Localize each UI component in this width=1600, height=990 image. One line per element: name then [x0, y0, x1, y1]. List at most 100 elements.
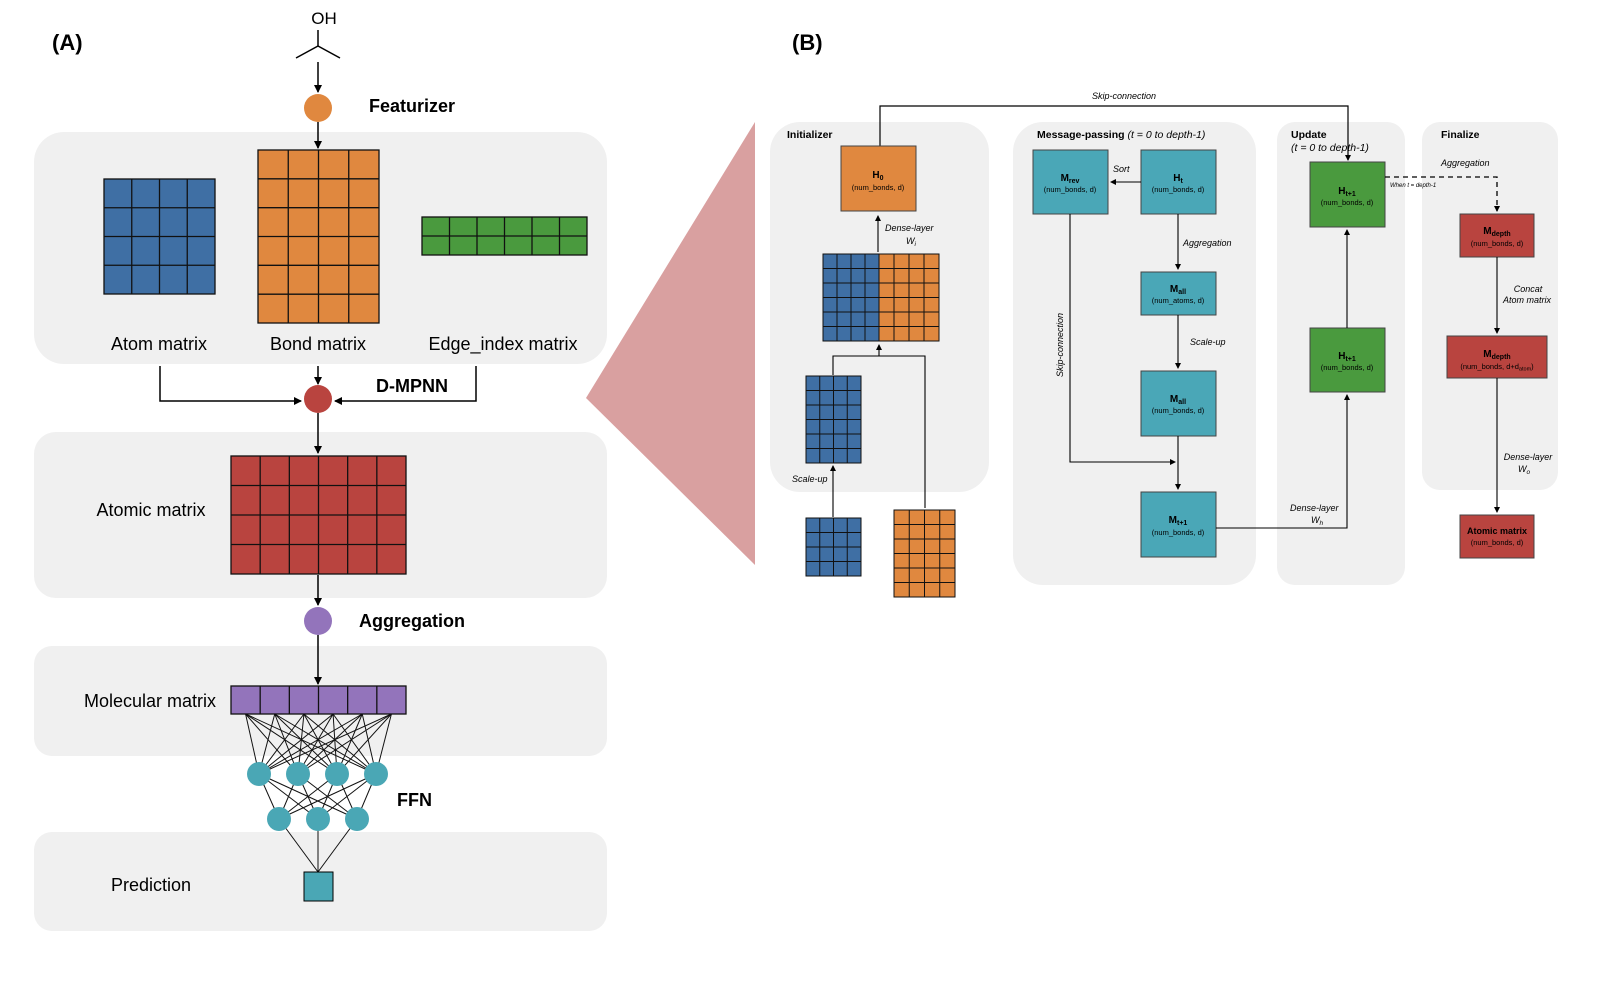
edge-index-matrix-label: Edge_index matrix [428, 334, 577, 355]
mrev-dims: (num_bonds, d) [1044, 185, 1097, 194]
ffn-edge [258, 713, 363, 775]
mdepth-concat-box [1446, 335, 1548, 379]
ffn-edge [297, 713, 363, 775]
ht1-top-dims: (num_bonds, d) [1321, 198, 1374, 207]
aggregation-label: Aggregation [359, 611, 465, 631]
mp-aggregation-label: Aggregation [1182, 238, 1232, 248]
ffn-edge [278, 773, 338, 820]
mall-atoms-label: Mall [1170, 284, 1186, 296]
atom-to-dmpnn-arrow [159, 366, 302, 405]
molecular-matrix-grid [230, 685, 407, 715]
ffn-hidden-neuron [325, 762, 349, 786]
atomic-matrix-grid [230, 455, 407, 575]
ffn-output-neuron [306, 807, 330, 831]
h0-box [840, 145, 917, 212]
ffn-edge [245, 713, 299, 775]
ffn-edge [332, 713, 377, 775]
scaled-atom-matrix-grid [805, 375, 862, 464]
mall-bonds-box [1140, 370, 1217, 437]
message-passing-panel [1013, 122, 1256, 585]
molecular-matrix-label: Molecular matrix [84, 691, 216, 711]
finalize-aggregation-label: Aggregation [1440, 158, 1490, 168]
mall-bonds-label: Mall [1170, 394, 1186, 406]
initializer-scale-up-label: Scale-up [792, 474, 828, 484]
ht-dims: (num_bonds, d) [1152, 185, 1205, 194]
dmpnn-label: D-MPNN [376, 376, 448, 396]
molecule-structure [295, 30, 341, 59]
ffn-neurons [247, 762, 388, 831]
when-depth-label: When t = depth-1 [1390, 183, 1436, 189]
prediction-node [303, 871, 334, 902]
top-skip-connection-label: Skip-connection [1092, 91, 1156, 101]
mdepth-concat-dims: (num_bonds, d+datom) [1460, 362, 1534, 373]
initializer-dense-layer-label: Dense-layer [885, 223, 935, 233]
final-aggregation-dashed-arrow [1385, 176, 1500, 212]
ffn-edge [258, 713, 392, 775]
ffn-hidden-neuron [286, 762, 310, 786]
edge-to-dmpnn-arrow [334, 366, 477, 405]
mdepth-box [1459, 213, 1535, 258]
small-bond-matrix-grid [893, 509, 956, 598]
mt1-box [1140, 491, 1217, 558]
ffn-output-neuron [267, 807, 291, 831]
mdepth-concat-label: Mdepth [1483, 349, 1510, 361]
mall-atoms-dims: (num_atoms, d) [1152, 296, 1205, 305]
atomic-matrix-label: Atomic matrix [96, 500, 205, 520]
zoom-wedge [586, 122, 755, 565]
ffn-label: FFN [397, 790, 432, 810]
wh-label: Wh [1311, 515, 1324, 527]
aggregation-node [304, 607, 332, 635]
concat-matrix-grid [822, 253, 940, 342]
ffn-hidden-neuron [364, 762, 388, 786]
concat-atom-matrix-label: Atom matrix [1502, 295, 1552, 305]
atom-matrix-grid [103, 178, 216, 295]
finalize-title: Finalize [1441, 129, 1480, 141]
ffn-edge [274, 713, 338, 775]
top-skip-connection-line [879, 105, 1351, 161]
panel-a-label: (A) [52, 30, 83, 55]
mdepth-label: Mdepth [1483, 226, 1510, 238]
mrev-label: Mrev [1061, 173, 1080, 185]
small-atom-matrix-grid [805, 517, 862, 577]
output-atomic-matrix-dims: (num_bonds, d) [1471, 538, 1524, 547]
ht-label: Ht [1173, 173, 1183, 185]
output-atomic-matrix-box [1459, 514, 1535, 559]
ht1-bottom-box [1309, 327, 1386, 393]
wi-label: Wi [906, 236, 917, 248]
sort-label: Sort [1113, 164, 1130, 174]
mall-bonds-dims: (num_bonds, d) [1152, 406, 1205, 415]
update-range: (t = 0 to depth-1) [1291, 142, 1369, 154]
mp-scale-up-label: Scale-up [1190, 337, 1226, 347]
ffn-hidden-neuron [247, 762, 271, 786]
hydroxyl-label: OH [311, 9, 337, 28]
ht1-top-label: Ht+1 [1338, 186, 1356, 198]
prediction-label: Prediction [111, 875, 191, 895]
ffn-edge [245, 713, 338, 775]
ffn-edge [258, 713, 305, 775]
mp-skip-connection-line [1069, 214, 1176, 465]
mrev-box [1032, 149, 1109, 215]
ffn-edge [258, 713, 334, 775]
mt1-to-ht1-arrow [1216, 394, 1350, 529]
ffn-output-neuron [345, 807, 369, 831]
mt1-dims: (num_bonds, d) [1152, 528, 1205, 537]
update-dense-layer-label: Dense-layer [1290, 503, 1340, 513]
ht1-bottom-dims: (num_bonds, d) [1321, 363, 1374, 372]
featurizer-label: Featurizer [369, 96, 455, 116]
h0-label: H0 [872, 170, 883, 182]
ffn-edge [317, 773, 377, 820]
bond-matrix-label: Bond matrix [270, 334, 366, 354]
edge-index-matrix-grid [421, 216, 588, 256]
initializer-title: Initializer [787, 129, 833, 141]
mp-skip-connection-label: Skip-connection [1055, 313, 1065, 377]
message-passing-title: Message-passing (t = 0 to depth-1) [1037, 129, 1205, 141]
output-atomic-matrix-label: Atomic matrix [1467, 526, 1527, 536]
wo-label: Wo [1518, 464, 1531, 476]
mt1-label: Mt+1 [1169, 515, 1188, 527]
ffn-edge [336, 713, 392, 775]
update-title: Update [1291, 129, 1327, 141]
dmpnn-node [304, 385, 332, 413]
ht1-bottom-label: Ht+1 [1338, 351, 1356, 363]
